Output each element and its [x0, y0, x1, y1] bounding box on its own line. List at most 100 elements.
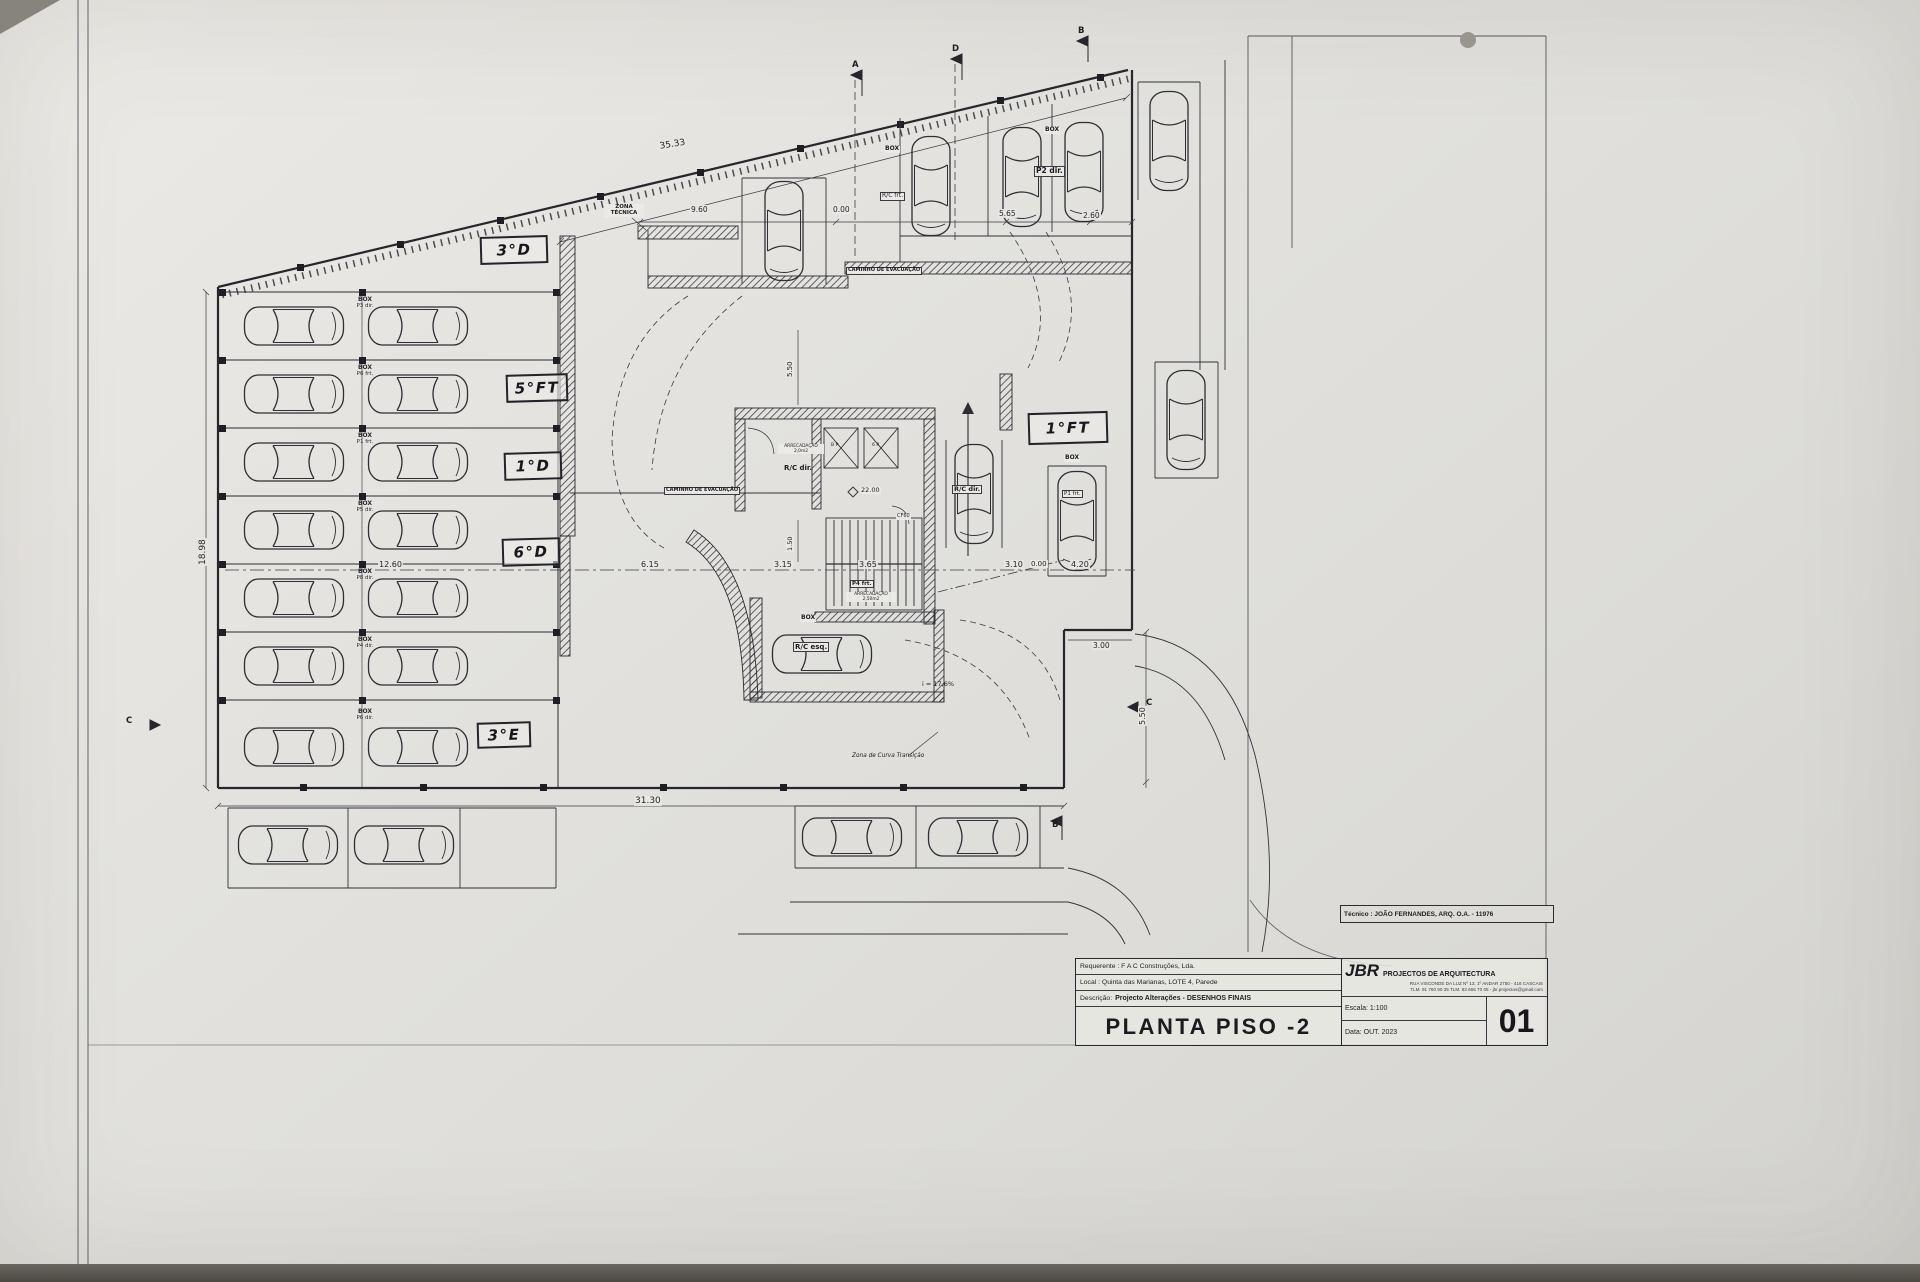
dim-5-50a: 5.50	[786, 360, 794, 378]
dim-31-30: 31.30	[634, 796, 662, 806]
car-icon	[243, 646, 345, 686]
car-icon	[367, 727, 469, 767]
dim-3-10: 3.10	[1004, 560, 1024, 569]
car-icon	[801, 817, 903, 857]
p4-frt-label: P4 frt.	[850, 580, 874, 589]
box-label: BOX	[1044, 126, 1061, 134]
elevator-label: 6 P	[872, 443, 880, 448]
descricao-row: Descrição: Projecto Alterações - DESENHO…	[1076, 991, 1341, 1007]
car-icon	[243, 306, 345, 346]
rc-esq-label: R/C esq.	[793, 642, 830, 653]
firm-block: JBR PROJECTOS DE ARQUITECTURA RUA VISCON…	[1341, 959, 1547, 997]
elevator-label: B P	[831, 443, 839, 448]
section-markers	[149, 35, 1139, 840]
ramp-slope-label: i = 17,6%	[922, 680, 955, 688]
box-label: BOX	[1064, 454, 1081, 462]
level-marker: 22.00	[860, 486, 881, 495]
structural-columns	[219, 74, 1104, 791]
car-icon	[353, 825, 455, 865]
site-boundary	[216, 68, 1134, 790]
date-row: Data: OUT. 2023	[1345, 1029, 1398, 1036]
car-icon	[243, 442, 345, 482]
car-icon	[243, 727, 345, 767]
local-row: Local : Quinta das Marianas, LOTE 4, Par…	[1076, 975, 1341, 991]
dim-3-65: 3.65	[858, 560, 878, 569]
dim-4-20: 4.20	[1070, 560, 1090, 569]
dim-5-50b: 5.50	[1138, 706, 1147, 726]
ramp-arrow	[962, 402, 974, 556]
dim-1-50: 1.50	[786, 535, 794, 552]
car-icon	[927, 817, 1029, 857]
car-icon	[367, 374, 469, 414]
car-icon	[243, 374, 345, 414]
rc-frt-label: R/C frt.	[880, 192, 906, 201]
car-icon	[367, 306, 469, 346]
dim-12-60: 12.60	[378, 560, 403, 569]
car-icon	[1064, 121, 1104, 223]
caminho-evacuacao-label: CAMINHO DE EVACUAÇÃO	[664, 487, 741, 495]
car-icon	[243, 510, 345, 550]
hole-punch	[1460, 32, 1476, 48]
car-icon	[1166, 369, 1206, 471]
section-marker-b-bottom: B	[1052, 820, 1059, 830]
dim-3-00: 3.00	[1092, 641, 1111, 650]
section-marker-c-right: C	[1146, 698, 1153, 708]
dim-0-00b: 0.00	[1030, 560, 1048, 568]
title-block-left: Requerente : F A C Construções, Lda. Loc…	[1076, 959, 1342, 1045]
tecnico-text: Técnico : JOÃO FERNANDES, ARQ. O.A. - 11…	[1344, 910, 1494, 918]
caminho-evacuacao-label: CAMINHO DE EVACUAÇÃO	[846, 267, 923, 275]
requerente-text: Requerente : F A C Construções, Lda.	[1080, 963, 1195, 970]
car-icon	[367, 578, 469, 618]
dim-9-60: 9.60	[690, 205, 709, 214]
scale-date-block: Escala: 1:100 Data: OUT. 2023	[1341, 997, 1487, 1045]
firm-address-2: TLM. 91 760 90 35 TLM. 93 666 70 05 - jb…	[1410, 987, 1543, 993]
car-icons	[237, 90, 1206, 865]
firm-address-1: RUA VISCONDE DA LUZ Nº 13, 1º ANDAR 2750…	[1409, 981, 1543, 986]
tecnico-strip: Técnico : JOÃO FERNANDES, ARQ. O.A. - 11…	[1340, 905, 1554, 923]
dimension-lines	[202, 93, 1150, 810]
rc-dir-stall-label: R/C dir.	[952, 485, 983, 495]
box-label: BOX	[884, 145, 901, 153]
car-icon	[771, 634, 873, 674]
rc-dir-label: R/C dir.	[784, 464, 813, 472]
descricao-text: Projecto Alterações - DESENHOS FINAIS	[1115, 995, 1251, 1002]
cf60-label: CF60	[896, 513, 911, 520]
firm-logo: JBR	[1345, 961, 1380, 980]
requerente-row: Requerente : F A C Construções, Lda.	[1076, 959, 1341, 975]
box-label: BOX	[800, 614, 817, 622]
handwritten-unit-1d: 1°D	[503, 451, 563, 481]
arrecadacao-label: ARRECADAÇÃO 2,50m2	[846, 592, 896, 603]
local-text: Local : Quinta das Marianas, LOTE 4, Par…	[1080, 979, 1218, 986]
dim-5-65: 5.65	[998, 209, 1017, 218]
title-block-right: JBR PROJECTOS DE ARQUITECTURA RUA VISCON…	[1341, 959, 1547, 1045]
p1-frt-label: P1 frt.	[1062, 490, 1083, 499]
section-marker-a: A	[852, 60, 859, 70]
dim-18-98: 18.98	[198, 538, 208, 566]
car-icon	[1149, 90, 1189, 192]
arrecadacao-label: ARRECADAÇÃO 2,0m2	[778, 444, 824, 455]
descricao-label: Descrição:	[1080, 995, 1113, 1002]
car-icon	[367, 510, 469, 550]
curva-transicao-label: Zona de Curva Transição	[852, 753, 925, 759]
dim-2-60: 2.60	[1082, 211, 1101, 220]
car-icon	[237, 825, 339, 865]
photo-edge	[0, 1264, 1920, 1282]
handwritten-unit-6d: 6°D	[501, 537, 561, 567]
sheet-title: PLANTA PISO -2	[1105, 1013, 1312, 1039]
handwritten-unit-3e: 3°E	[476, 721, 532, 749]
title-block: Requerente : F A C Construções, Lda. Loc…	[1075, 958, 1548, 1046]
car-icon	[243, 578, 345, 618]
firm-subtitle: PROJECTOS DE ARQUITECTURA	[1383, 971, 1496, 978]
zona-tecnica-label: ZONA TÉCNICA	[604, 204, 644, 217]
sheet-number: 01	[1498, 1002, 1535, 1039]
dim-6-15: 6.15	[640, 560, 660, 569]
